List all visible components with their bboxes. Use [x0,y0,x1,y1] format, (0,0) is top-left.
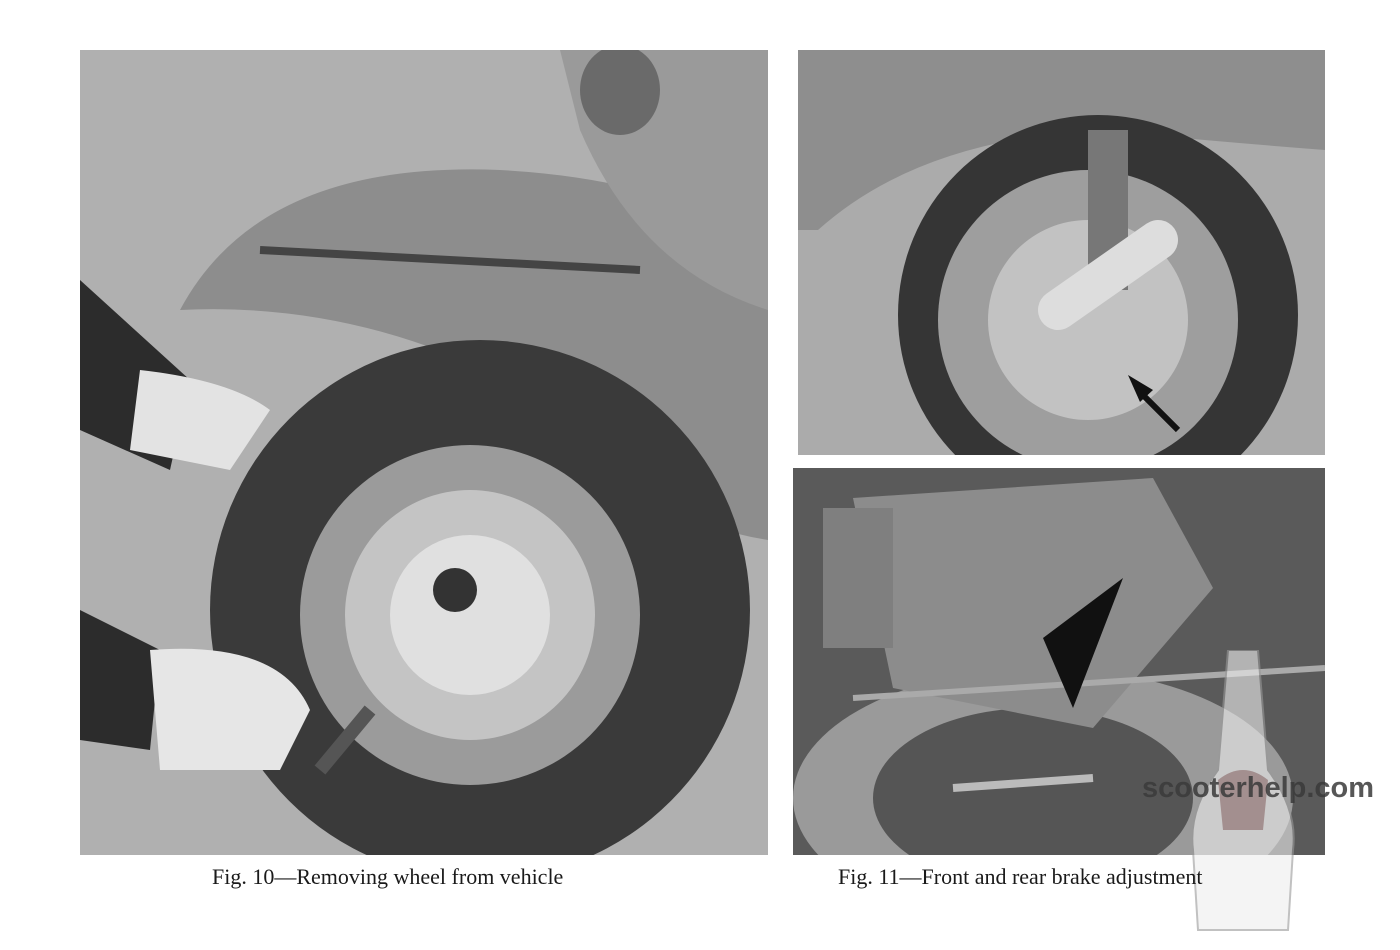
figure-10-caption: Fig. 10—Removing wheel from vehicle [212,864,564,889]
figure-11-front-brake-photo [798,50,1325,455]
wheel-removal-illustration [80,50,768,855]
front-brake-illustration [798,50,1325,455]
figure-10-photo [80,50,768,855]
rear-brake-illustration [793,468,1325,855]
figure-11-caption: Fig. 11—Front and rear brake adjustment [838,864,1203,889]
watermark-text: scooterhelp.com [1142,772,1375,804]
scooter-watermark-logo [1191,650,1295,931]
